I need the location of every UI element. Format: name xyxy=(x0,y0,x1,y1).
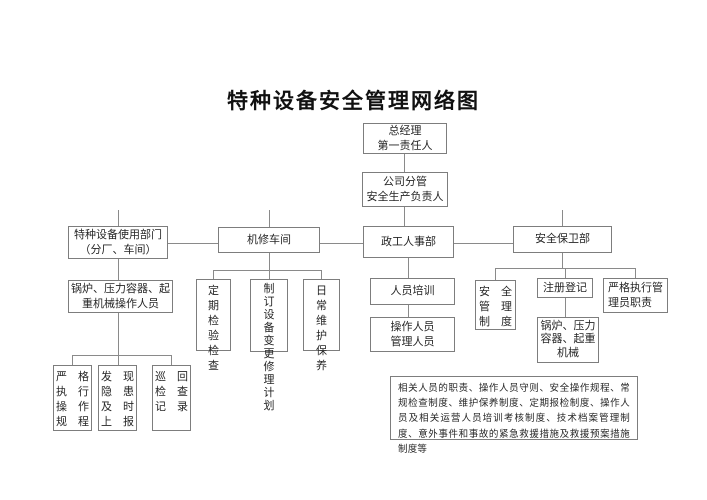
node-general-manager: 总经理 第一责任人 xyxy=(363,123,447,154)
connector-stub-safety-sys xyxy=(495,268,496,280)
connector-userdept-operators xyxy=(118,259,119,280)
node-repair-shop: 机修车间 xyxy=(218,227,320,253)
node-periodic-inspection: 定 期 检 验 检 查 xyxy=(196,279,231,372)
connector-stub-register xyxy=(565,268,566,278)
node-daily-maintenance: 日 常 维 护 保 养 xyxy=(303,279,340,372)
node-boiler-equipment: 锅炉、压力容器、起重机械 xyxy=(537,317,599,363)
connector-vp-hr xyxy=(404,207,405,226)
node-manager-duties: 严格执行管理员职责 xyxy=(603,278,668,313)
connector-register-boiler xyxy=(565,298,566,317)
connector-training-opmgr xyxy=(408,305,409,317)
connector-stub-strict-mgr xyxy=(635,268,636,278)
node-security-department: 安全保卫部 xyxy=(513,226,612,253)
node-patrol-records: 巡 回 检 查 记 录 xyxy=(152,365,191,431)
connector-stub-security xyxy=(562,210,563,226)
note-regulations-list: 相关人员的职责、操作人员守则、安全操作规程、常规检查制度、维护保养制度、定期报检… xyxy=(390,376,638,455)
connector-repair-down xyxy=(269,253,270,279)
node-safety-management-system: 安 全 管 理 制 度 xyxy=(475,280,516,330)
connector-stub-inspect xyxy=(213,270,214,279)
connector-stub-repair xyxy=(269,210,270,227)
node-operators-managers: 操作人员 管理人员 xyxy=(370,317,455,352)
node-vp-safety: 公司分管 安全生产负责人 xyxy=(362,172,448,207)
connector-stub-user-dept xyxy=(118,210,119,226)
connector-rail-repair xyxy=(213,270,321,271)
node-user-department: 特种设备使用部门 （分厂、车间） xyxy=(68,226,168,259)
connector-stub-maintain xyxy=(321,270,322,279)
node-strict-operation: 严 格 执 行 操 作 规 程 xyxy=(53,365,92,431)
node-equipment-operators: 锅炉、压力容器、起重机械操作人员 xyxy=(68,280,173,313)
connector-stub-patrol xyxy=(171,355,172,365)
connector-operators-down xyxy=(118,313,119,365)
chart-title: 特种设备安全管理网络图 xyxy=(227,89,480,113)
connector-gm-vp xyxy=(404,154,405,172)
node-repair-plan: 制 订 设 备 变 更 修 理 计 划 xyxy=(250,279,288,412)
connector-mid-rail xyxy=(168,243,513,244)
node-hazard-report: 发 现 隐 患 及 时 上 报 xyxy=(98,365,137,431)
node-registration: 注册登记 xyxy=(537,278,593,298)
connector-hr-training xyxy=(408,258,409,278)
node-hr-department: 政工人事部 xyxy=(363,226,454,258)
connector-rail-left xyxy=(72,355,172,356)
node-personnel-training: 人员培训 xyxy=(370,278,455,305)
connector-security-down xyxy=(562,253,563,268)
connector-stub-strict-op xyxy=(72,355,73,365)
